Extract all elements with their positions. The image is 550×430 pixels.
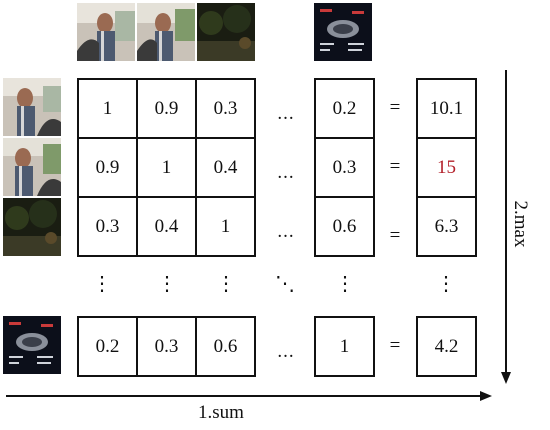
sum-rn: 4.2 (416, 316, 477, 377)
vellipsis-c3: ⋮ (216, 273, 236, 295)
cell-rn-cn: 1 (314, 316, 375, 377)
equals-r3: = (389, 225, 401, 246)
vellipsis-c2: ⋮ (157, 273, 177, 295)
left-frame-2-driver (3, 138, 61, 196)
top-frame-1-driver (77, 3, 135, 61)
sum-axis-label: 1.sum (198, 402, 244, 423)
vellipsis-cn: ⋮ (335, 273, 355, 295)
ellipsis-r1: ... (277, 103, 295, 124)
top-frame-3-road (197, 3, 255, 61)
left-frame-3-road (3, 198, 61, 256)
left-frame-4-dashboard (3, 316, 61, 374)
ellipsis-r2: ... (277, 162, 295, 183)
sum-r3: 6.3 (416, 196, 477, 257)
equals-rn: = (389, 335, 401, 356)
diag-ellipsis: ⋱ (275, 273, 295, 295)
left-frame-1-driver (3, 78, 61, 136)
cell-rn-c3: 0.6 (195, 316, 256, 377)
cell-r3-cn: 0.6 (314, 196, 375, 257)
top-frame-2-driver (137, 3, 195, 61)
ellipsis-rn: ... (277, 341, 295, 362)
sum-arrow (6, 391, 492, 401)
top-frame-4-dashboard (314, 3, 372, 61)
max-arrow (501, 70, 511, 384)
equals-r2: = (389, 156, 401, 177)
ellipsis-r3: ... (277, 221, 295, 242)
max-axis-label: 2.max (510, 200, 531, 248)
cell-r3-c3: 1 (195, 196, 256, 257)
vellipsis-c1: ⋮ (92, 273, 112, 295)
equals-r1: = (389, 97, 401, 118)
vellipsis-sum: ⋮ (436, 273, 456, 295)
